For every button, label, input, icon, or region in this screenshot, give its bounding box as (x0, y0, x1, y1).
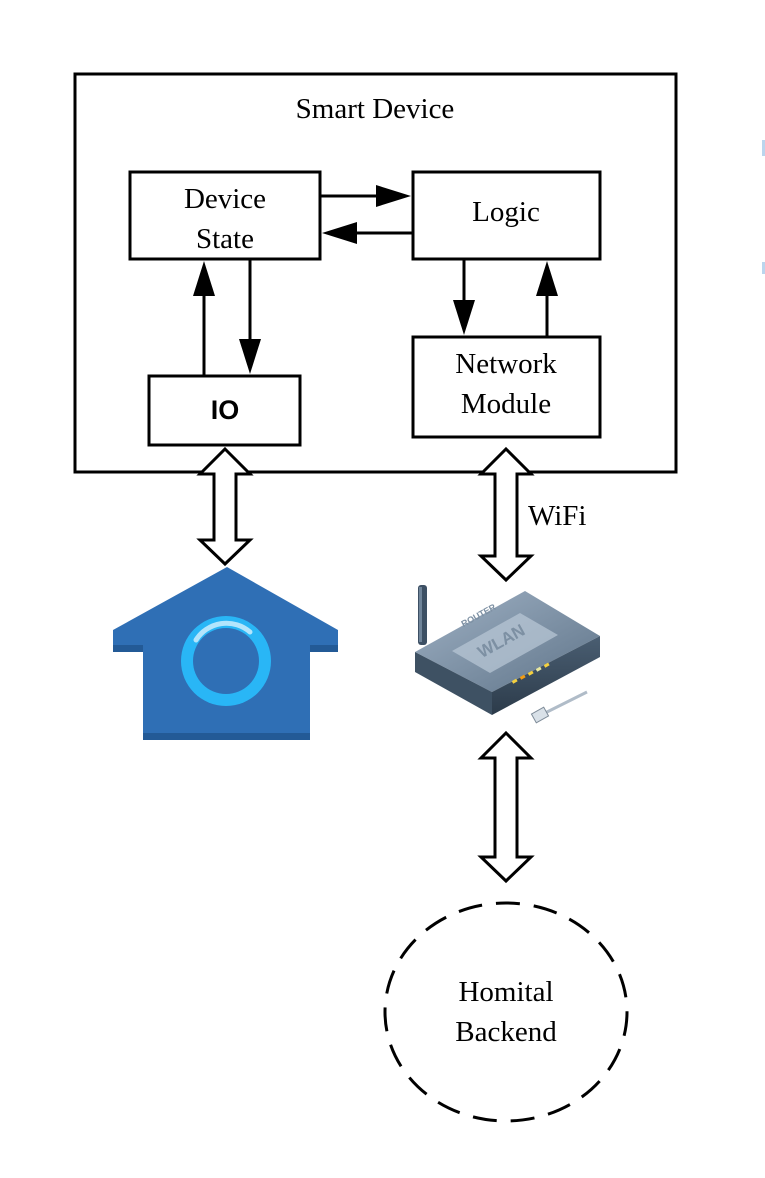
router-status-leds (511, 662, 550, 684)
arrow-logic-to-device-state (322, 222, 413, 244)
arrow-logic-to-network-module (453, 259, 475, 335)
router-cable (530, 690, 588, 724)
double-arrow-router-backend (477, 730, 535, 884)
io-label: IO (211, 395, 240, 425)
logic-label: Logic (472, 196, 540, 228)
network-module-label-line2: Module (461, 388, 551, 420)
double-arrow-network-router (477, 446, 535, 583)
arrow-device-state-to-io (239, 259, 261, 374)
device-state-label-line2: State (196, 223, 254, 255)
backend-label-line2: Backend (455, 1016, 557, 1048)
network-module-label-line1: Network (455, 348, 557, 380)
backend-label-line1: Homital (458, 976, 553, 1008)
arrow-device-state-to-logic (320, 185, 411, 207)
smart-home-icon (113, 567, 338, 740)
device-state-label-line1: Device (184, 183, 266, 215)
smart-device-title: Smart Device (296, 93, 455, 125)
logic-box: Logic (411, 170, 602, 261)
device-state-box: Device State (128, 170, 322, 261)
arrow-io-to-device-state (193, 261, 215, 376)
wlan-router-icon: WLAN ROUTER (415, 585, 600, 724)
arrow-network-module-to-logic (536, 261, 558, 337)
network-module-box: Network Module (411, 335, 602, 439)
edge-artifact-marks (762, 140, 765, 274)
io-box: IO (147, 374, 302, 447)
double-arrow-io-home (196, 446, 254, 567)
wifi-label: WiFi (528, 500, 586, 532)
smart-device-container: Smart Device (73, 72, 678, 474)
homital-backend-node: Homital Backend (383, 901, 629, 1123)
